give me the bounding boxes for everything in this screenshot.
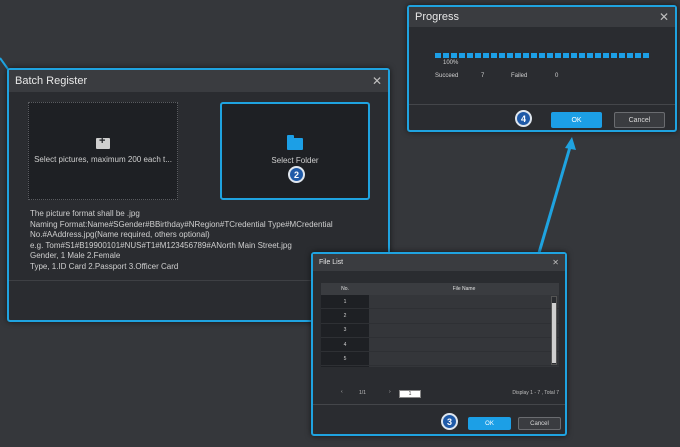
next-page-icon[interactable]: › (389, 389, 391, 395)
dialog-footer-divider (9, 280, 388, 281)
file-table: No. File Name 1 2 3 4 5 6 (321, 283, 559, 367)
row-number: 2 (343, 312, 347, 319)
table-row[interactable]: 3 (321, 323, 559, 338)
failed-count: 0 (555, 73, 559, 79)
select-folder-button[interactable]: Select Folder (220, 102, 370, 200)
select-folder-label: Select Folder (271, 155, 319, 165)
page-count: 1/1 (359, 390, 366, 396)
page-input[interactable]: 1 (399, 390, 421, 398)
dialog-title: Progress (415, 11, 460, 23)
progress-percent: 100% (443, 60, 459, 66)
table-scrollbar[interactable] (551, 296, 557, 365)
file-name-cell (369, 337, 559, 352)
scrollbar-thumb[interactable] (552, 303, 556, 363)
dialog-title: Batch Register (15, 75, 88, 87)
cancel-button[interactable]: Cancel (518, 417, 561, 430)
folder-icon (287, 134, 303, 150)
info-line: No.#AAddress.jpg(Name required, others o… (30, 230, 210, 239)
info-line: Type, 1.ID Card 2.Passport 3.Officer Car… (30, 261, 179, 271)
row-number: 5 (343, 355, 347, 362)
file-name-cell (369, 309, 559, 323)
close-icon[interactable]: ✕ (552, 258, 559, 267)
info-line: e.g. Tom#S1#B19900101#NUS#T1#M123456789#… (30, 240, 292, 250)
select-pictures-button[interactable]: Select pictures, maximum 200 each t... (28, 102, 178, 200)
row-number: 1 (343, 298, 347, 305)
dialog-title: File List (319, 259, 344, 266)
dialog-footer-divider (313, 404, 565, 405)
ok-button[interactable]: OK (468, 417, 511, 430)
file-name-cell (369, 366, 559, 367)
file-list-dialog: File List ✕ No. File Name 1 2 3 4 5 6 ‹ … (311, 252, 567, 436)
file-name-cell (369, 352, 559, 366)
pagination: ‹ 1/1 › 1 Display 1 - 7 , Total 7 (321, 387, 559, 399)
step-badge-3: 3 (441, 413, 458, 430)
succeed-label: Succeed (435, 73, 459, 79)
column-header-no: No. (341, 286, 349, 292)
file-name-cell (369, 295, 559, 309)
table-row[interactable]: 2 (321, 309, 559, 324)
file-name-cell (369, 323, 559, 337)
info-line: Naming Format:Name#SGender#BBirthday#NRe… (30, 219, 333, 229)
succeed-count: 7 (481, 73, 485, 79)
step-badge-2: 2 (288, 166, 305, 183)
table-row[interactable]: 1 (321, 295, 559, 310)
cancel-button[interactable]: Cancel (614, 112, 665, 128)
progress-titlebar: Progress ✕ (409, 7, 675, 27)
progress-dialog: Progress ✕ 100% Succeed 7 Failed 0 4 OK … (407, 5, 677, 132)
info-line: The picture format shall be .jpg (30, 209, 140, 218)
column-header-file-name: File Name (452, 286, 476, 292)
file-list-titlebar: File List ✕ (313, 254, 565, 271)
progress-bar (435, 53, 650, 58)
row-number: 3 (343, 327, 347, 334)
add-image-icon (96, 135, 110, 149)
prev-page-icon[interactable]: ‹ (341, 389, 343, 395)
batch-register-titlebar: Batch Register ✕ (9, 70, 388, 92)
table-row[interactable]: 5 (321, 352, 559, 367)
dialog-footer-divider (409, 104, 675, 105)
display-range: Display 1 - 7 , Total 7 (512, 390, 559, 396)
table-header: No. File Name (321, 283, 559, 295)
failed-label: Failed (511, 73, 528, 79)
select-pictures-label: Select pictures, maximum 200 each t... (34, 155, 172, 164)
ok-button[interactable]: OK (551, 112, 602, 128)
table-row[interactable]: 6 (321, 366, 559, 367)
naming-format-info: The picture format shall be .jpg Naming … (30, 209, 380, 272)
step-badge-4: 4 (515, 110, 532, 127)
info-line: Gender, 1 Male 2.Female (30, 251, 121, 260)
row-number: 4 (343, 341, 347, 348)
table-row[interactable]: 4 (321, 337, 559, 353)
close-icon[interactable]: ✕ (371, 74, 382, 88)
batch-register-dialog: Batch Register ✕ Select pictures, maximu… (7, 68, 390, 322)
close-icon[interactable]: ✕ (658, 10, 669, 24)
